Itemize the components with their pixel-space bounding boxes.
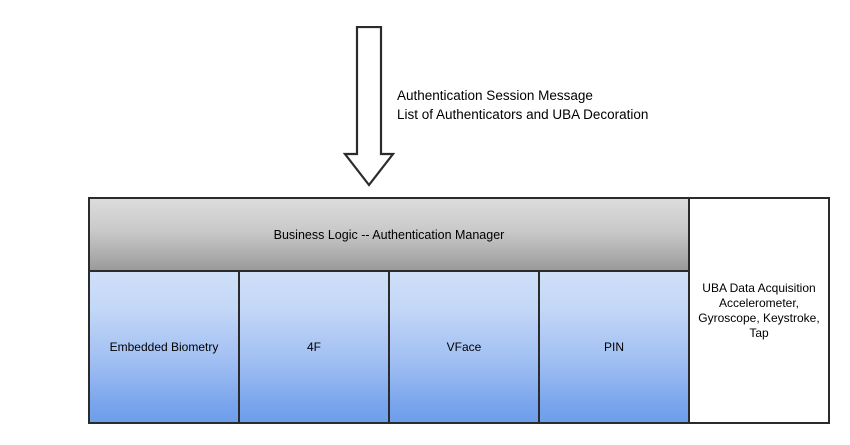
authenticator-cell-pin: PIN: [540, 272, 688, 422]
architecture-container: Business Logic -- Authentication Manager…: [88, 197, 830, 424]
authenticator-row: Embedded Biometry 4F VFace PIN: [90, 272, 688, 422]
uba-panel-text: UBA Data Acquisition Accelerometer, Gyro…: [692, 281, 825, 341]
arrow-annotation: Authentication Session Message List of A…: [397, 86, 648, 124]
uba-line-4: Tap: [749, 325, 769, 340]
business-logic-bar: Business Logic -- Authentication Manager: [90, 199, 688, 272]
authenticator-label: Embedded Biometry: [109, 340, 219, 354]
uba-line-1: UBA Data Acquisition: [702, 280, 816, 295]
authenticator-cell-embedded-biometry: Embedded Biometry: [90, 272, 240, 422]
uba-line-3: Gyroscope, Keystroke,: [698, 310, 820, 325]
authenticator-label: 4F: [306, 340, 321, 354]
authenticator-cell-vface: VFace: [390, 272, 540, 422]
arrow-annotation-line-2: List of Authenticators and UBA Decoratio…: [397, 107, 649, 122]
business-logic-label: Business Logic -- Authentication Manager: [273, 227, 505, 242]
uba-data-acquisition-panel: UBA Data Acquisition Accelerometer, Gyro…: [690, 199, 828, 422]
arrow-annotation-line-1: Authentication Session Message: [397, 88, 593, 103]
authenticator-label: PIN: [603, 340, 624, 354]
down-arrow-icon: [343, 26, 395, 188]
uba-line-2: Accelerometer,: [718, 295, 800, 310]
authenticator-cell-4f: 4F: [240, 272, 390, 422]
authentication-stack: Business Logic -- Authentication Manager…: [90, 199, 690, 422]
authenticator-label: VFace: [446, 340, 482, 354]
